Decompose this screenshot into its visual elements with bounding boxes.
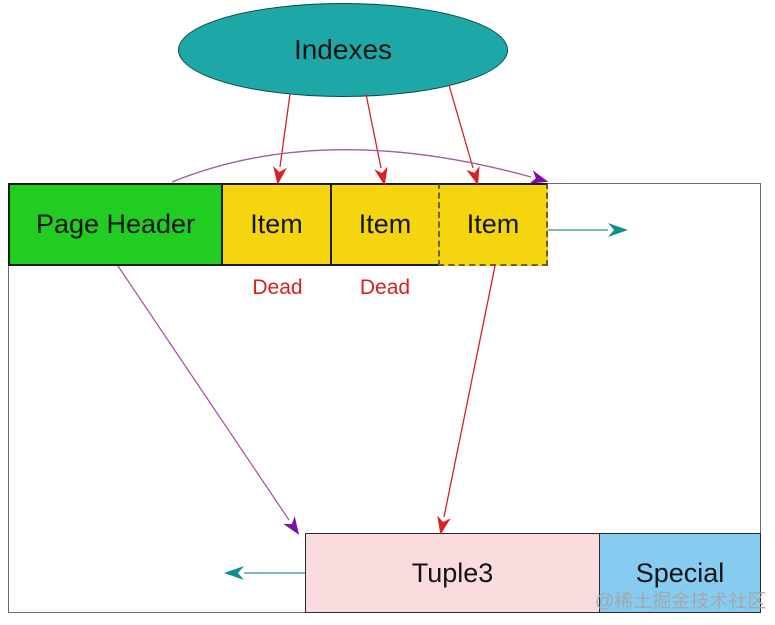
- page-header-cell: Page Header: [8, 183, 223, 266]
- tuple3-label: Tuple3: [411, 557, 494, 588]
- special-label: Special: [635, 557, 725, 588]
- watermark: @稀土掘金技术社区: [595, 591, 767, 612]
- page-header-label: Page Header: [35, 209, 196, 239]
- index-arrow-to-item-1: [273, 93, 291, 185]
- indexes-label: Indexes: [293, 34, 393, 65]
- indexes-ellipse: Indexes: [178, 3, 508, 97]
- item-2-label: Item: [358, 209, 412, 239]
- dead-label-1: Dead: [252, 276, 303, 299]
- item-cell-3-dashed: Item: [438, 183, 548, 266]
- item-3-label: Item: [466, 209, 520, 239]
- dead-label-2: Dead: [359, 276, 411, 299]
- item-cell-1: Item: [223, 183, 332, 266]
- special-cell: Special: [600, 533, 761, 613]
- tuple3-cell: Tuple3: [305, 533, 600, 613]
- index-arrow-to-item-2: [365, 93, 388, 186]
- header-to-item3-arc-arrow: [171, 149, 549, 184]
- item-1-label: Item: [250, 209, 303, 239]
- index-arrow-to-item-3: [448, 84, 480, 186]
- item-cell-2: Item: [332, 183, 438, 266]
